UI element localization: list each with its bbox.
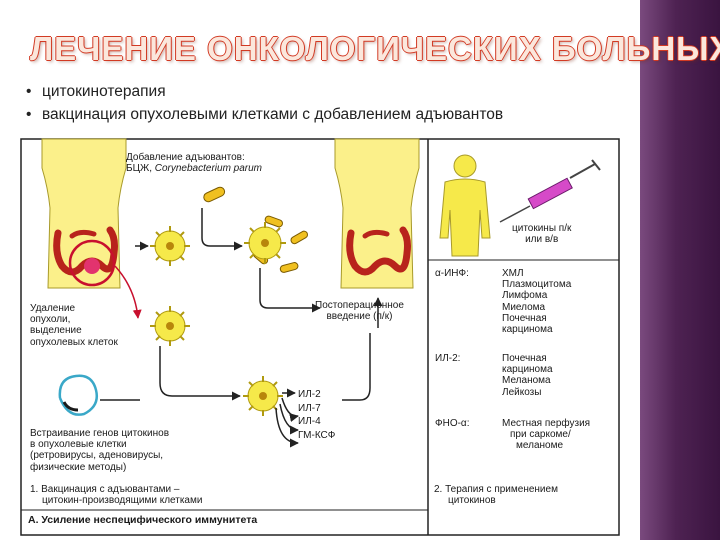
arrow <box>201 208 243 251</box>
figure-frame <box>20 138 620 536</box>
arrow <box>342 333 371 401</box>
slide-title: ЛЕЧЕНИЕ ОНКОЛОГИЧЕСКИХ БОЛЬНЫХ <box>30 30 720 67</box>
tumor-cell-icon <box>243 376 283 416</box>
caption-cytokine-therapy: 2. Терапия с применением цитокинов <box>434 484 558 507</box>
adjuvants-label: Добавление адъювантов: <box>126 152 245 163</box>
tumor-cell-icon <box>150 306 190 346</box>
postop-injection-label: Постоперационное введение (п/к) <box>315 300 404 323</box>
tumor-cell-icon <box>244 222 286 264</box>
tumor-icon <box>84 258 100 274</box>
tumor-highlight-ring <box>68 239 116 287</box>
bullet-dot-icon: • <box>26 83 32 100</box>
bullet-text: вакцинация опухолевыми клетками с добавл… <box>42 106 504 123</box>
drug-alpha-ifn: α-ИНФ: <box>435 268 469 279</box>
caption-vaccination: 1. Вакцинация с адъювантами – цитокин-пр… <box>30 484 203 507</box>
gene-vector-icon <box>58 374 98 416</box>
slide-sidebar-decoration <box>640 0 720 540</box>
arrow <box>281 397 299 422</box>
arrow <box>159 346 241 401</box>
drug-il2: ИЛ-2: <box>435 353 461 364</box>
arrow <box>275 407 299 448</box>
indications-tnf-alpha: Местная перфузия при саркоме/ меланоме <box>502 418 591 452</box>
bullet-dot-icon: • <box>26 106 32 123</box>
cytokine-list: ИЛ-2 ИЛ-7 ИЛ-4 ГМ-КСФ <box>298 388 335 442</box>
patient-torso-icon <box>41 138 127 289</box>
tumor-removal-label: Удаление опухоли, выделение опухолевых к… <box>30 303 118 348</box>
tumor-cell-icon <box>150 226 190 266</box>
syringe-icon <box>499 159 601 223</box>
bullet-list: • цитокинотерапия • вакцинация опухолевыми… <box>26 80 503 126</box>
bullet-text: цитокинотерапия <box>42 83 166 100</box>
cytokine-item: ИЛ-7 <box>298 402 321 414</box>
patient-torso-icon <box>334 138 420 289</box>
section-a-caption: А. Усиление неспецифического иммунитета <box>28 514 258 526</box>
cytokine-item: ГМ-КСФ <box>298 429 336 441</box>
indications-alpha-ifn: ХМЛ Плазмоцитома Лимфома Миелома Почечна… <box>502 268 572 336</box>
drug-tnf-alpha: ФНО-α: <box>435 418 470 429</box>
cytokine-item: ИЛ-4 <box>298 416 321 427</box>
red-arrow <box>114 265 142 319</box>
arrow <box>259 268 321 313</box>
adjuvants-agents: БЦЖ, Corynebacterium parum <box>126 163 263 174</box>
immunotherapy-figure: Добавление адъювантов: БЦЖ, Corynebacter… <box>20 138 620 536</box>
indications-il2: Почечная карцинома Меланома Лейкозы <box>502 353 553 398</box>
gene-insertion-label: Встраивание генов цитокинов в опухолевые… <box>30 428 170 473</box>
patient-figure-icon <box>439 154 491 257</box>
bullet-item: • цитокинотерапия <box>26 80 503 103</box>
bullet-item: • вакцинация опухолевыми клетками с добав… <box>26 103 503 126</box>
cytokine-item: ИЛ-2 <box>298 389 321 400</box>
injection-label: цитокины п/к или в/в <box>512 223 572 246</box>
figure-graphics <box>20 138 620 536</box>
arrow <box>279 403 299 435</box>
bacterium-icon <box>203 186 309 273</box>
